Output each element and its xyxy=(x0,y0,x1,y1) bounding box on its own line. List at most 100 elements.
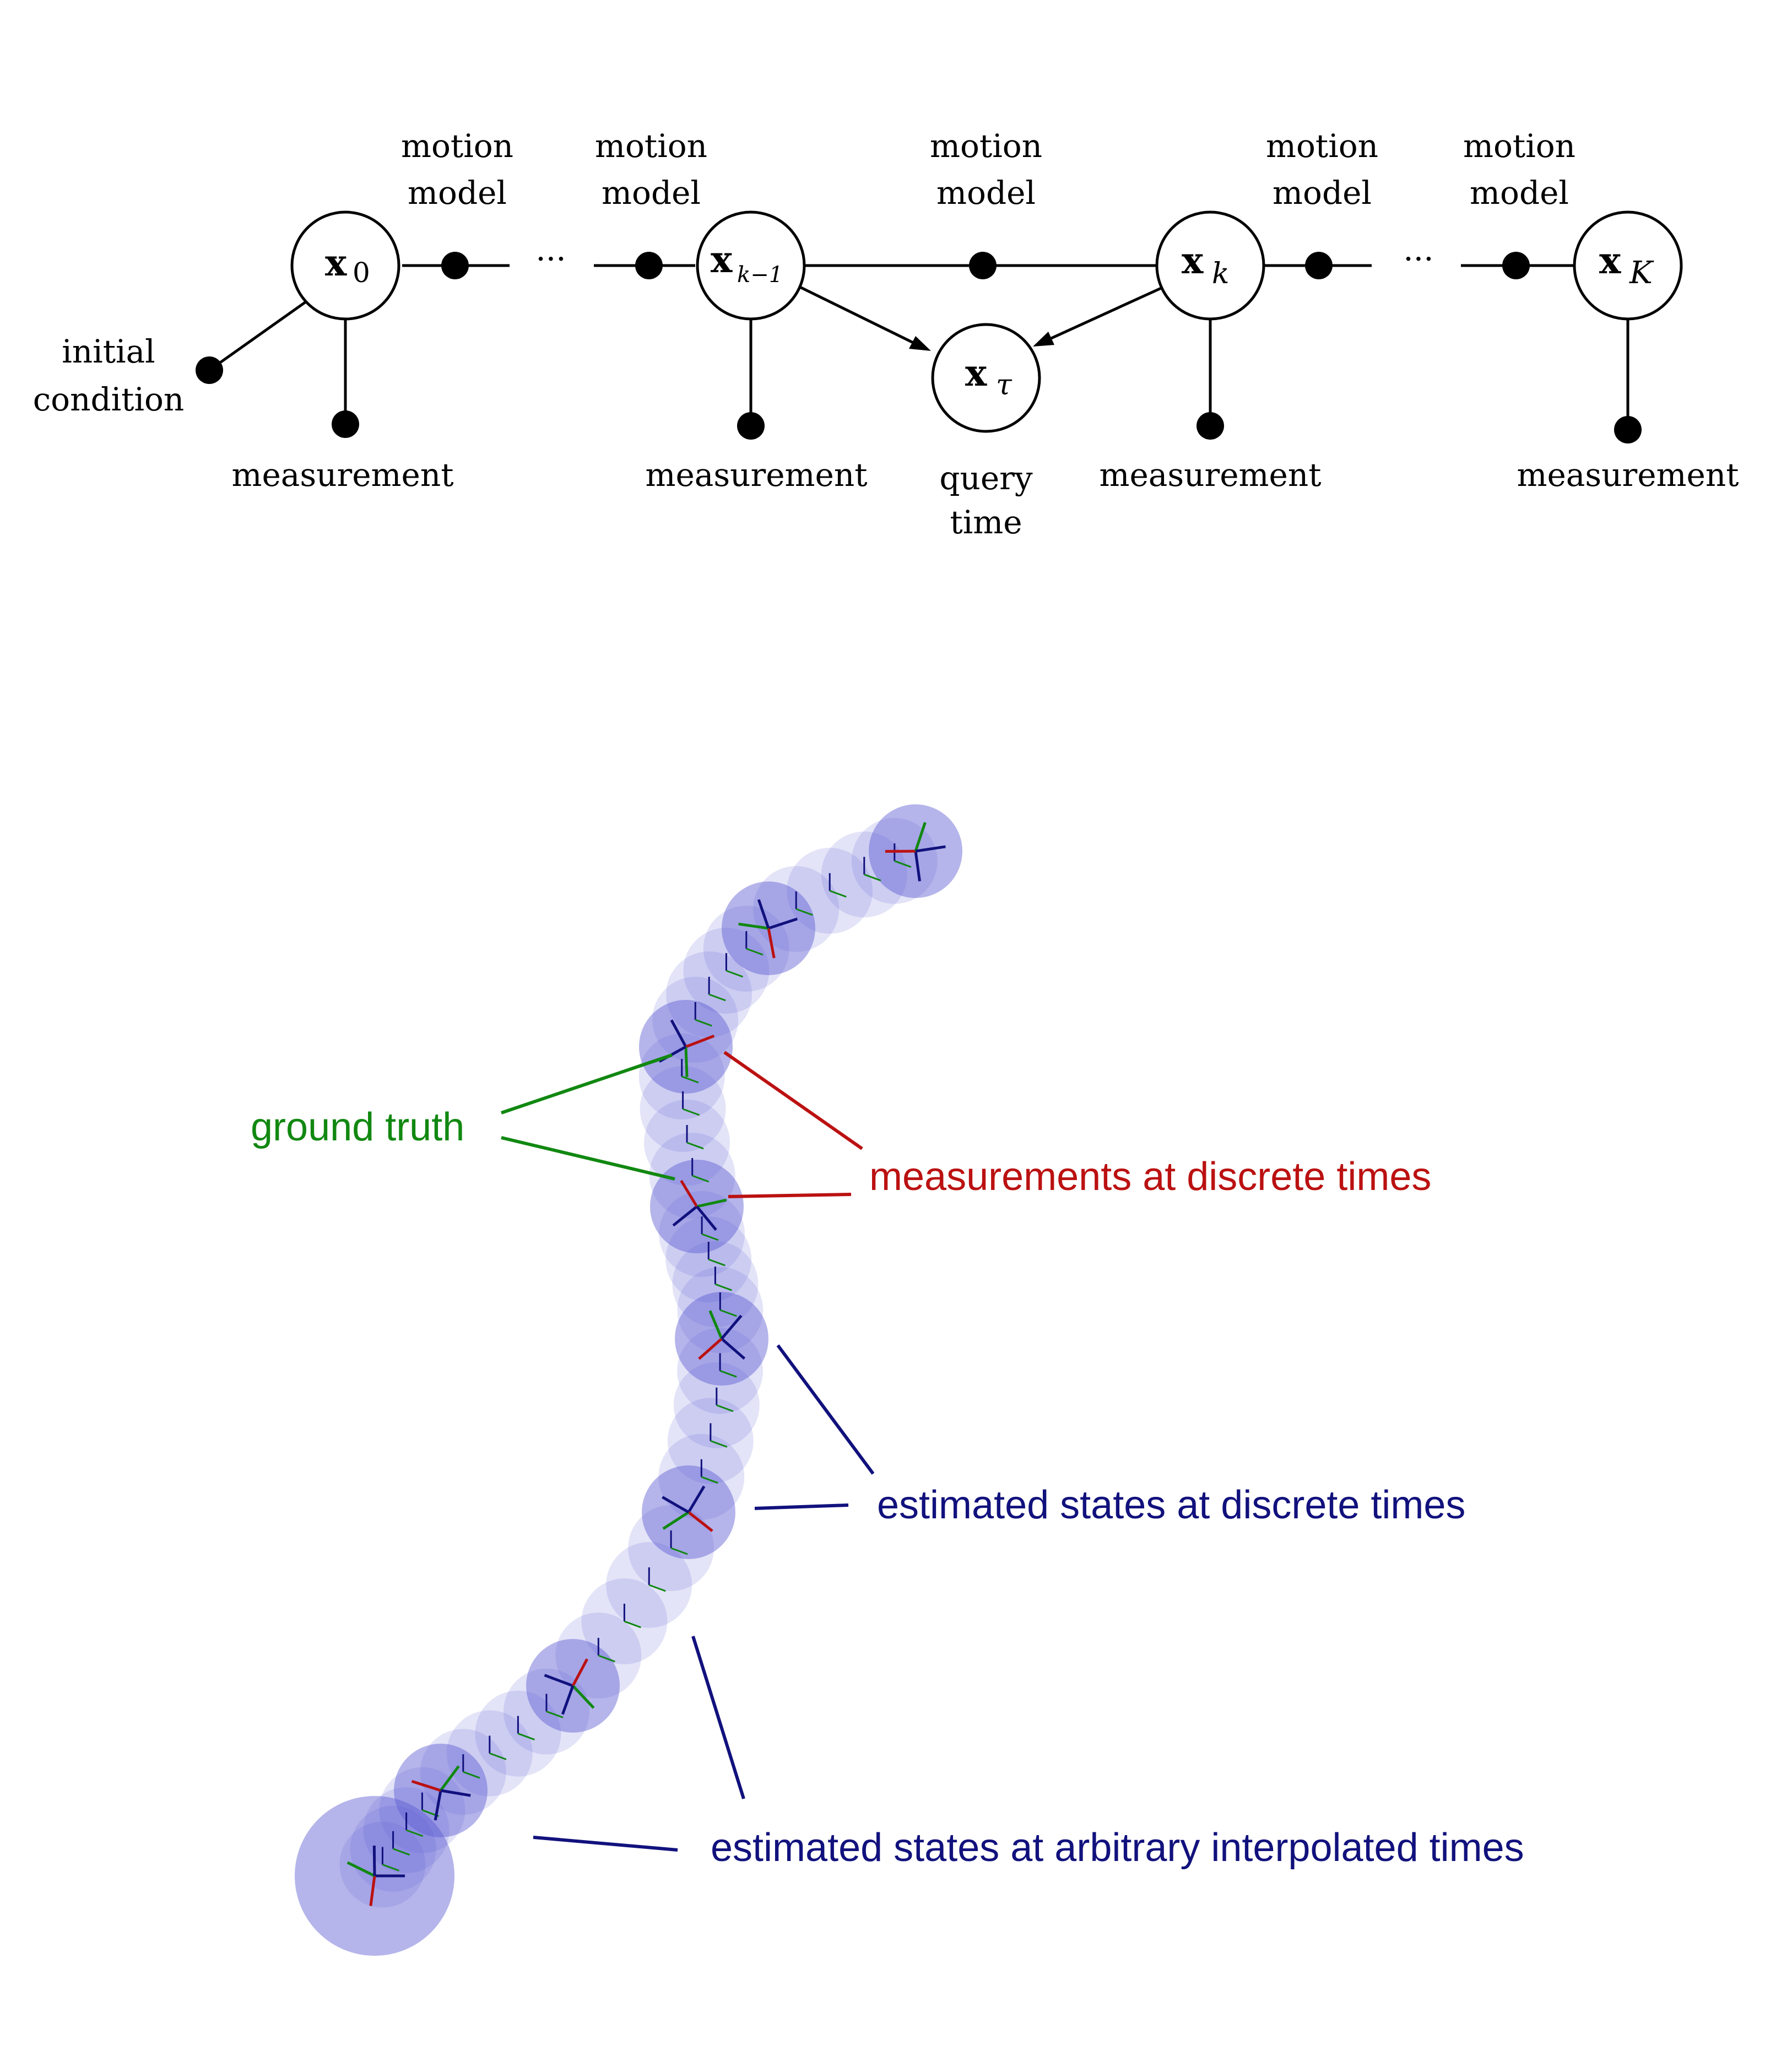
frame-axis xyxy=(546,1711,564,1718)
motion-factor-1 xyxy=(441,252,469,279)
interpolated-pose-frame xyxy=(462,1754,480,1779)
node-subscript: k xyxy=(1212,257,1230,290)
frame-axis xyxy=(670,1547,688,1555)
motion-label-5a: motion xyxy=(1463,127,1575,165)
estimated-interp-label: estimated states at arbitrary interpolat… xyxy=(711,1826,1524,1870)
frame-axis xyxy=(695,1019,712,1027)
est-leader-2 xyxy=(754,1503,849,1510)
interp-leader-1 xyxy=(691,1636,745,1799)
interpolated-pose-frame xyxy=(381,1847,400,1871)
motion-factor-2 xyxy=(635,252,663,279)
initial-label-a: initial xyxy=(62,333,155,370)
frame-axis xyxy=(662,1511,690,1530)
frame-axis xyxy=(914,851,921,881)
frame-axis xyxy=(572,1685,595,1709)
frame-axis xyxy=(411,1779,441,1792)
frame-axis xyxy=(685,1034,715,1048)
interpolated-pose-frame xyxy=(745,931,764,956)
frame-axis xyxy=(915,845,946,853)
frame-axis xyxy=(692,1175,710,1183)
motion-label-5b: model xyxy=(1470,174,1569,212)
gt-leader-1 xyxy=(501,1053,673,1115)
frame-axis xyxy=(463,1771,480,1779)
interpolated-pose-frame xyxy=(392,1831,410,1856)
measurements-label: measurements at discrete times xyxy=(869,1155,1431,1199)
interpolated-pose-frame xyxy=(795,891,813,916)
interpolated-pose-frame xyxy=(597,1638,615,1663)
frame-axis xyxy=(440,1789,471,1797)
frame-axis xyxy=(701,1233,719,1241)
motion-label-4b: model xyxy=(1273,174,1372,212)
state-node-xkm1: x k−1 xyxy=(696,210,806,321)
ground-truth-label: ground truth xyxy=(251,1105,464,1149)
interpolated-pose-frame xyxy=(691,1158,710,1183)
measurement-factor-4 xyxy=(1614,416,1642,443)
interpolated-pose-frame xyxy=(863,857,881,881)
meas-leader-1 xyxy=(723,1051,863,1150)
frame-axis xyxy=(439,1765,460,1792)
interpolated-pose-frame xyxy=(489,1735,507,1760)
ellipsis-1: ··· xyxy=(535,240,566,278)
motion-factor-4 xyxy=(1305,252,1333,279)
frame-axis xyxy=(829,890,847,898)
interpolated-pose-frame xyxy=(714,1267,732,1291)
interpolated-pose-frame xyxy=(623,1604,641,1629)
frame-axis xyxy=(489,1752,507,1760)
frame-axis xyxy=(372,1845,376,1876)
interpolated-pose-frame xyxy=(719,1292,737,1317)
frame-axis xyxy=(864,873,881,881)
interpolated-pose-frame xyxy=(686,1124,704,1150)
frame-axis xyxy=(687,1485,706,1513)
measurement-label-1: measurement xyxy=(231,456,453,494)
measurement-factor-2 xyxy=(737,412,765,440)
frame-axis xyxy=(648,1584,666,1592)
frame-axis xyxy=(517,1733,535,1741)
frame-axis xyxy=(672,1205,698,1227)
node-subscript: τ xyxy=(996,369,1013,402)
frame-axis xyxy=(561,1685,575,1715)
initial-condition-factor xyxy=(196,356,223,384)
frame-axis xyxy=(894,860,912,868)
frame-axis xyxy=(719,1370,737,1378)
query-label-a: query xyxy=(939,459,1033,497)
gt-leader-2 xyxy=(501,1136,675,1181)
interpolated-pose-frame xyxy=(829,873,847,898)
frame-axis xyxy=(708,993,726,1002)
query-label-b: time xyxy=(950,504,1022,541)
frame-axis xyxy=(680,1180,699,1208)
uncertainty-bubbles xyxy=(295,804,962,1956)
frame-axis xyxy=(681,1075,699,1084)
motion-model-labels: motion model motion model motion model m… xyxy=(401,127,1575,212)
motion-label-1b: model xyxy=(408,174,507,212)
key-pose-frame xyxy=(672,1180,727,1231)
interpolated-pose-frame xyxy=(517,1716,535,1741)
state-node-xk: x k xyxy=(1155,210,1265,321)
measurement-label-3: measurement xyxy=(1099,456,1321,494)
motion-label-4a: motion xyxy=(1266,127,1378,165)
arrowheads xyxy=(909,332,1054,351)
motion-label-3a: motion xyxy=(930,127,1042,165)
frame-axis xyxy=(701,1476,718,1484)
estimated-discrete-label: estimated states at discrete times xyxy=(877,1483,1465,1527)
frame-axis xyxy=(684,1046,689,1078)
motion-label-3b: model xyxy=(936,174,1036,212)
frame-axis xyxy=(406,1829,424,1837)
frame-axis xyxy=(738,922,769,930)
node-base: x xyxy=(1599,239,1621,282)
frame-axis xyxy=(767,928,776,959)
motion-label-1a: motion xyxy=(401,127,513,165)
frame-axis xyxy=(698,1338,723,1360)
frame-axis xyxy=(346,1861,376,1878)
frame-axis xyxy=(716,1404,734,1413)
initial-label-b: condition xyxy=(33,381,185,418)
motion-factor-3 xyxy=(969,252,997,279)
frame-axis xyxy=(746,948,764,956)
interpolated-pose-frame xyxy=(681,1059,699,1084)
frame-axis xyxy=(393,1848,410,1856)
frame-axis xyxy=(670,1019,687,1048)
frame-axis xyxy=(714,1283,732,1291)
leader-lines xyxy=(501,1051,875,1852)
other-labels: initial condition query time xyxy=(33,333,1033,541)
frame-axis xyxy=(710,1440,728,1448)
